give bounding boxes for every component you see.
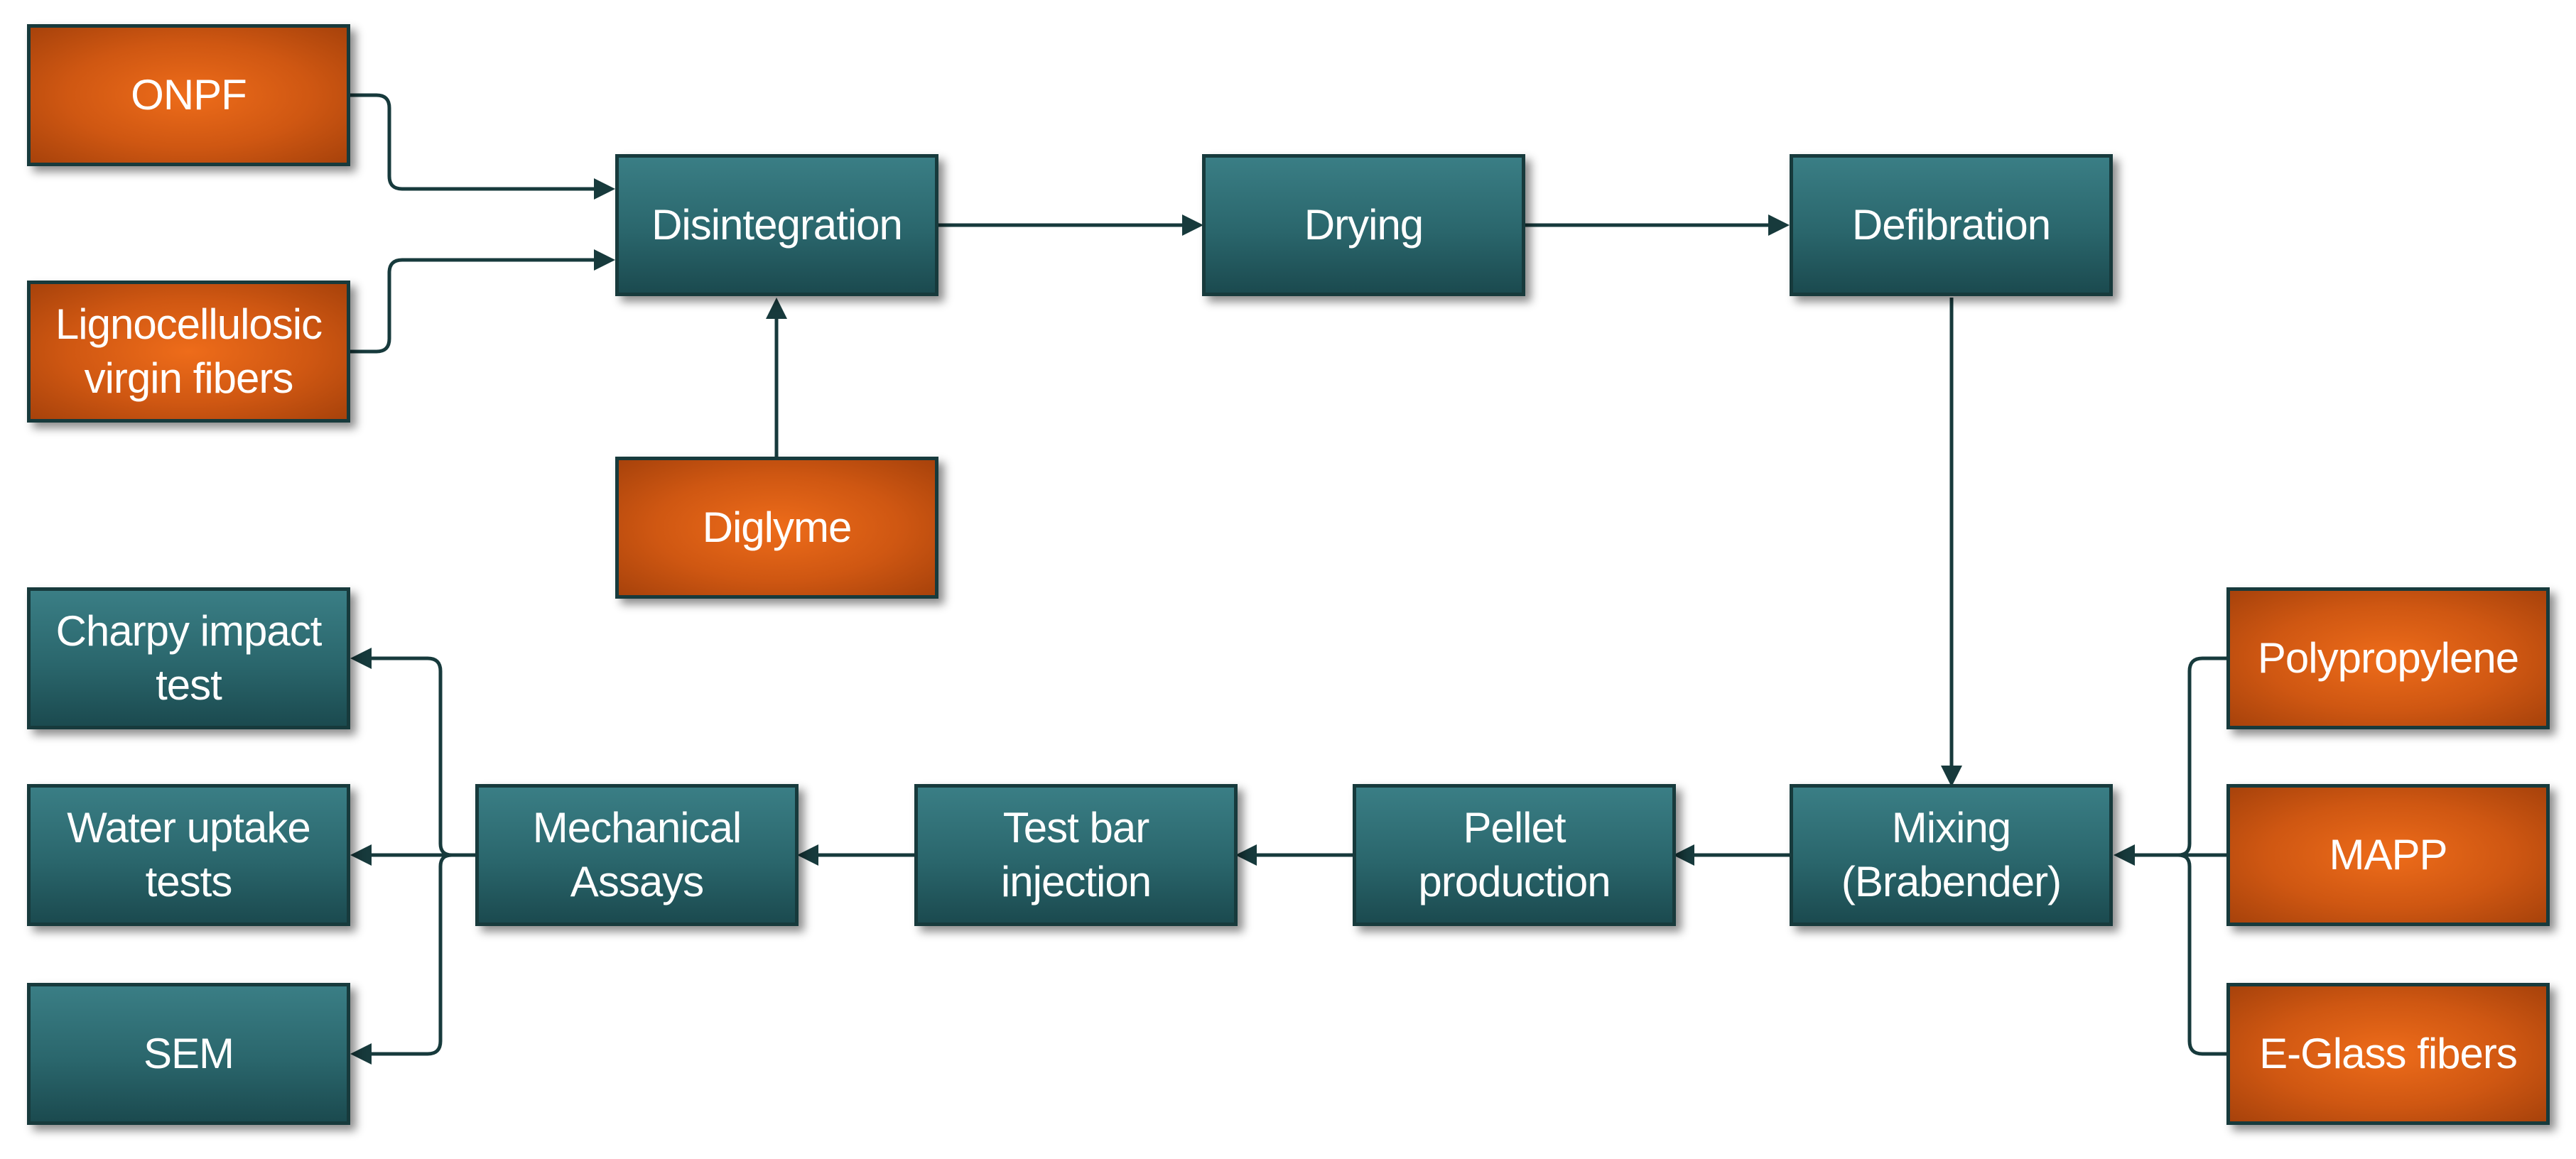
- node-mapp-label: MAPP: [2329, 831, 2447, 878]
- node-mixing: Mixing (Brabender): [1790, 784, 2113, 926]
- node-onpf: ONPF: [27, 24, 350, 166]
- arrowhead-drying: [1182, 214, 1203, 236]
- node-defibration: Defibration: [1790, 154, 2113, 296]
- node-test-bar-label: Test bar injection: [1000, 804, 1152, 905]
- arrowhead-mechanical: [797, 844, 818, 866]
- node-polypropylene-label: Polypropylene: [2257, 634, 2519, 682]
- edge-mechanical-to-charpy: [369, 656, 443, 844]
- node-pellet-label: Pellet production: [1418, 804, 1611, 905]
- node-diglyme: Diglyme: [615, 457, 938, 599]
- arrowhead-charpy: [350, 648, 372, 669]
- edge-polypropylene-to-mixing: [2187, 656, 2226, 844]
- arrowhead-lignocellulosic: [594, 249, 615, 271]
- node-water-uptake-label: Water uptake tests: [67, 804, 311, 905]
- arrowhead-mixing-top: [1941, 766, 1962, 787]
- edge-bracket-curves: [2177, 843, 2192, 867]
- edge-mechanical-bracket-curves: [438, 843, 453, 867]
- arrowhead-pellet: [1673, 844, 1694, 866]
- node-sem: SEM: [27, 983, 350, 1125]
- node-drying-label: Drying: [1304, 201, 1424, 249]
- node-charpy-label: Charpy impact test: [55, 607, 323, 709]
- node-eglass-label: E-Glass fibers: [2259, 1030, 2518, 1077]
- node-disintegration: Disintegration: [615, 154, 938, 296]
- arrowhead-diglyme: [766, 298, 787, 319]
- node-sem-label: SEM: [143, 1030, 234, 1077]
- node-defibration-label: Defibration: [1851, 201, 2051, 249]
- arrowhead-water: [350, 844, 372, 866]
- node-mechanical: Mechanical Assays: [475, 784, 799, 926]
- node-lignocellulosic-label: Lignocellulosic virgin fibers: [55, 300, 323, 402]
- edge-eglass-to-mixing: [2187, 866, 2226, 1056]
- edge-lignocellulosic-to-disintegration: [350, 258, 597, 354]
- node-charpy: Charpy impact test: [27, 587, 350, 729]
- edge-mechanical-to-sem: [369, 866, 443, 1056]
- node-water-uptake: Water uptake tests: [27, 784, 350, 926]
- edge-onpf-to-disintegration: [350, 93, 597, 191]
- arrowhead-defibration: [1768, 214, 1790, 236]
- node-diglyme-label: Diglyme: [702, 504, 853, 551]
- node-pellet: Pellet production: [1353, 784, 1676, 926]
- node-eglass: E-Glass fibers: [2226, 983, 2550, 1125]
- node-test-bar: Test bar injection: [914, 784, 1238, 926]
- arrowhead-testbar: [1235, 844, 1257, 866]
- node-drying: Drying: [1202, 154, 1525, 296]
- node-mapp: MAPP: [2226, 784, 2550, 926]
- arrowhead-sem: [350, 1043, 372, 1065]
- node-polypropylene: Polypropylene: [2226, 587, 2550, 729]
- node-mixing-label: Mixing (Brabender): [1841, 804, 2062, 905]
- arrowhead-onpf: [594, 178, 615, 200]
- node-onpf-label: ONPF: [131, 71, 247, 119]
- arrowhead-mixing-right: [2114, 844, 2135, 866]
- node-lignocellulosic: Lignocellulosic virgin fibers: [27, 281, 350, 423]
- node-mechanical-label: Mechanical Assays: [532, 804, 742, 905]
- node-disintegration-label: Disintegration: [651, 201, 903, 249]
